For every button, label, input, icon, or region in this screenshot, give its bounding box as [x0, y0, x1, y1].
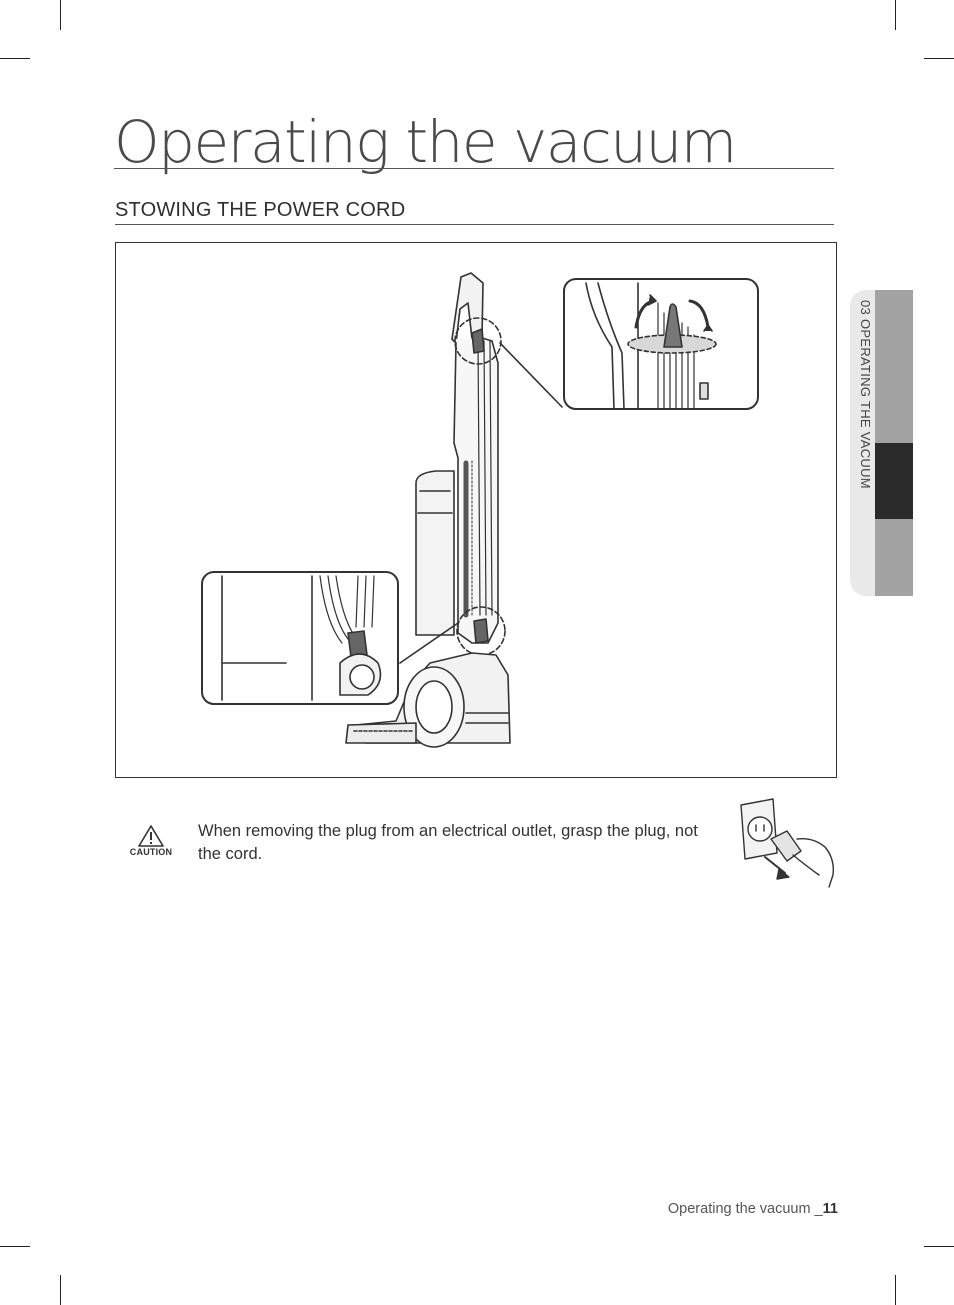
caution-text: When removing the plug from an electrica…	[198, 822, 698, 863]
chapter-tab-band	[875, 519, 913, 596]
crop-mark	[895, 0, 896, 30]
crop-mark	[895, 1275, 896, 1305]
chapter-tab-current-marker	[875, 443, 913, 519]
section-heading: STOWING THE POWER CORD	[115, 199, 406, 221]
title-rule	[114, 168, 834, 169]
cord-stowing-figure	[115, 242, 837, 778]
warning-triangle-icon	[138, 825, 164, 847]
page-title: Operating the vacuum	[114, 108, 737, 176]
page-number: 11	[822, 1201, 838, 1217]
crop-mark	[60, 1275, 61, 1305]
crop-mark	[0, 58, 30, 59]
plug-removal-illustration	[740, 798, 835, 888]
section-rule	[115, 224, 834, 225]
caution-label: CAUTION	[129, 847, 173, 857]
chapter-tab-band	[875, 290, 913, 443]
footer-title: Operating the vacuum _	[667, 1201, 823, 1217]
crop-mark	[924, 1246, 954, 1247]
chapter-tab-label: 03 OPERATING THE VACUUM	[858, 300, 873, 489]
crop-mark	[60, 0, 61, 30]
crop-mark	[0, 1246, 30, 1247]
upright-vacuum-illustration	[201, 272, 759, 748]
crop-mark	[924, 58, 954, 59]
page-footer: Operating the vacuum _11	[668, 1201, 838, 1217]
